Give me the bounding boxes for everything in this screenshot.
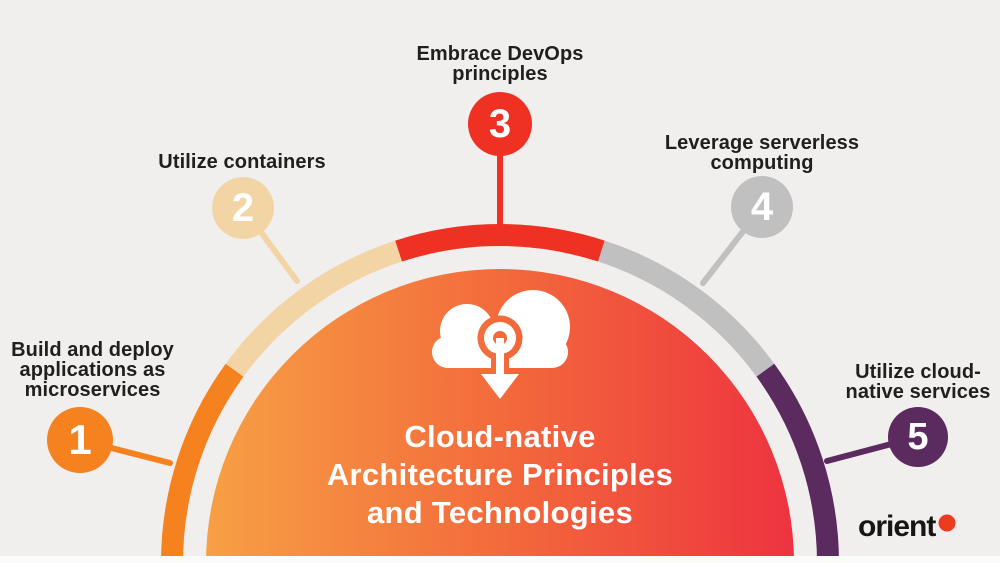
bottom-edge-strip xyxy=(0,556,1000,563)
node-circle-5 xyxy=(888,407,948,467)
node-circle-3 xyxy=(468,92,532,156)
orient-logo-dot-circle xyxy=(938,514,956,532)
step-label-5: Utilize cloud- native services xyxy=(845,361,991,403)
arc-segment-2 xyxy=(225,240,403,377)
cloud-deploy-icon xyxy=(432,290,570,399)
arc-segment-1 xyxy=(161,363,244,563)
page-title: Cloud-native Architecture Principles and… xyxy=(326,419,674,530)
arrow-stem xyxy=(496,338,504,378)
cloud-shape xyxy=(432,290,570,368)
node-circle-4 xyxy=(731,176,793,238)
step-label-1: Build and deploy applications as microse… xyxy=(11,339,174,401)
arc-segment-4 xyxy=(597,240,775,377)
gradient-semicircle xyxy=(206,269,794,563)
arc-segment-5 xyxy=(756,363,839,563)
node-number-4: 4 xyxy=(750,185,774,229)
orient-logo-text: orient xyxy=(858,510,936,543)
step-label-2: Utilize containers xyxy=(158,151,326,173)
node-number-3: 3 xyxy=(488,102,512,146)
step-label-4: Leverage serverless computing xyxy=(664,132,860,174)
node-number-1: 1 xyxy=(68,416,92,463)
node-number-2: 2 xyxy=(231,186,255,230)
node-number-5: 5 xyxy=(907,416,929,458)
node-circle-2 xyxy=(212,177,274,239)
orient-logo: orient xyxy=(858,512,956,542)
node-circle-1 xyxy=(47,407,113,473)
arrow-head xyxy=(481,374,519,399)
marker-ring xyxy=(484,322,516,354)
step-label-3: Embrace DevOps principles xyxy=(416,43,584,85)
orient-logo-dot-icon xyxy=(938,514,956,532)
